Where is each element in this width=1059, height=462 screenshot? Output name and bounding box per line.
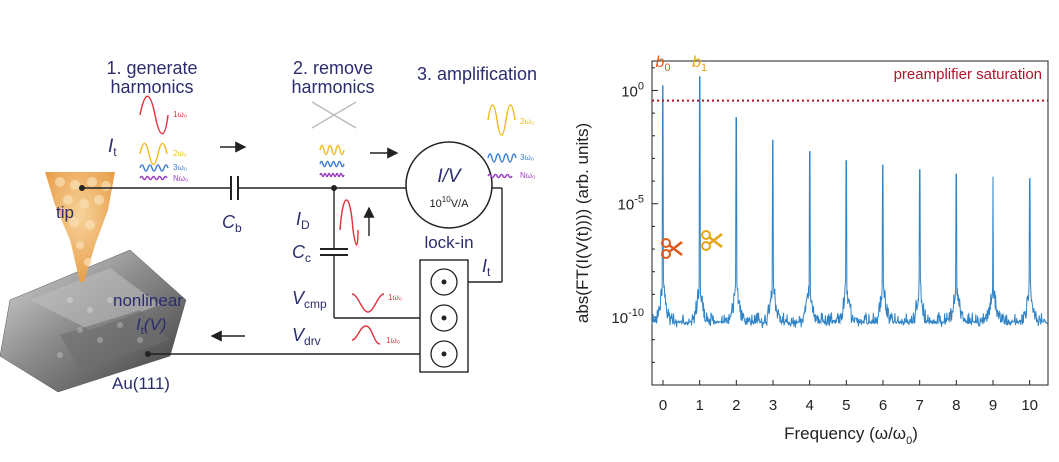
tip-node xyxy=(79,185,85,191)
w3-label-c: 3ω₀ xyxy=(520,153,534,162)
au-surface xyxy=(0,249,187,393)
au-label: Au(111) xyxy=(112,374,170,393)
stm-tip: tip xyxy=(45,172,115,282)
x-tick-label: 0 xyxy=(659,397,667,414)
cb-capacitor xyxy=(230,176,239,200)
tip-label: tip xyxy=(56,203,74,222)
w1-label-a: 1ω₀ xyxy=(173,110,187,119)
wn-label-c: Nω₀ xyxy=(520,171,535,180)
cc-capacitor xyxy=(320,248,348,256)
x-tick-label: 3 xyxy=(769,397,777,414)
iv-curve-label: It(V) xyxy=(136,315,166,337)
x-tick-label: 2 xyxy=(732,397,740,414)
x-tick-label: 8 xyxy=(952,397,960,414)
step3-harmonics xyxy=(487,104,517,179)
x-tick-label: 5 xyxy=(842,397,850,414)
step2-harmonics xyxy=(311,101,359,246)
vcmp-label: Vcmp xyxy=(292,288,327,311)
step1-subtitle: harmonics xyxy=(110,77,193,97)
id-label: ID xyxy=(296,209,310,232)
y-tick-label: 100 xyxy=(621,80,644,100)
lockin-label: lock-in xyxy=(424,233,473,252)
x-tick-label: 7 xyxy=(915,397,923,414)
vdrv-label: Vdrv xyxy=(292,325,321,348)
wn-label-a: Nω₀ xyxy=(173,174,188,183)
step1-title: 1. generate xyxy=(106,58,197,78)
w2-label-a: 2ω₀ xyxy=(173,149,187,158)
lockin-waves xyxy=(351,293,385,345)
y-axis-label: abs(FT(I(V(t)))) (arb. units) xyxy=(573,123,592,323)
x-tick-label: 1 xyxy=(695,397,703,414)
step2-subtitle: harmonics xyxy=(291,77,374,97)
surface-node xyxy=(145,351,151,357)
chart-axes: 0 1 2 3 4 5 6 7 8 9 10 100 10-5 10-10 xyxy=(611,67,1038,414)
y-tick-label: 10-10 xyxy=(611,307,644,327)
x-tick-label: 4 xyxy=(805,397,813,414)
it-lockin-label: It xyxy=(482,256,491,279)
it-label: It xyxy=(108,136,117,159)
cb-label: Cb xyxy=(222,212,242,235)
junction-node xyxy=(331,185,337,191)
step1-harmonics xyxy=(139,95,169,181)
lock-in-box: lock-in xyxy=(419,233,474,373)
x-tick-label: 6 xyxy=(879,397,887,414)
x-axis-label: Frequency (ω/ω0) xyxy=(784,424,918,447)
peak-label: b1 xyxy=(692,54,707,74)
circuit-diagram: 1. generate harmonics 2. remove harmonic… xyxy=(0,58,537,393)
scissors-icon-b0 xyxy=(661,238,683,259)
wires xyxy=(82,141,503,355)
w2-label-c: 2ω₀ xyxy=(520,117,534,126)
amp-gain: 1010V/A xyxy=(430,195,470,210)
cc-label: Cc xyxy=(292,242,311,265)
scissors-icon-b1 xyxy=(701,230,723,251)
x-tick-label: 10 xyxy=(1021,397,1038,414)
spectrum-series xyxy=(651,76,1049,329)
plot-frame xyxy=(651,60,1049,386)
iv-amplifier: I/V 1010V/A xyxy=(405,141,493,229)
x-tick-label: 9 xyxy=(989,397,997,414)
step3-title: 3. amplification xyxy=(417,64,537,84)
y-tick-label: 10-5 xyxy=(618,194,644,214)
w1-label-cmp: 1ω₀ xyxy=(388,293,402,302)
nonlinear-label: nonlinear xyxy=(113,291,183,310)
peak-labels: b0 b1 xyxy=(655,54,707,74)
amp-title: I/V xyxy=(437,166,463,187)
step2-title: 2. remove xyxy=(293,58,373,78)
w3-label-a: 3ω₀ xyxy=(173,163,187,172)
w1-label-drv: 1ω₀ xyxy=(386,336,400,345)
peak-label: b0 xyxy=(655,54,670,74)
saturation-label: preamplifier saturation xyxy=(894,66,1042,83)
spectrum-chart: 0 1 2 3 4 5 6 7 8 9 10 100 10-5 10-10 preamplifier sa… xyxy=(573,54,1049,447)
